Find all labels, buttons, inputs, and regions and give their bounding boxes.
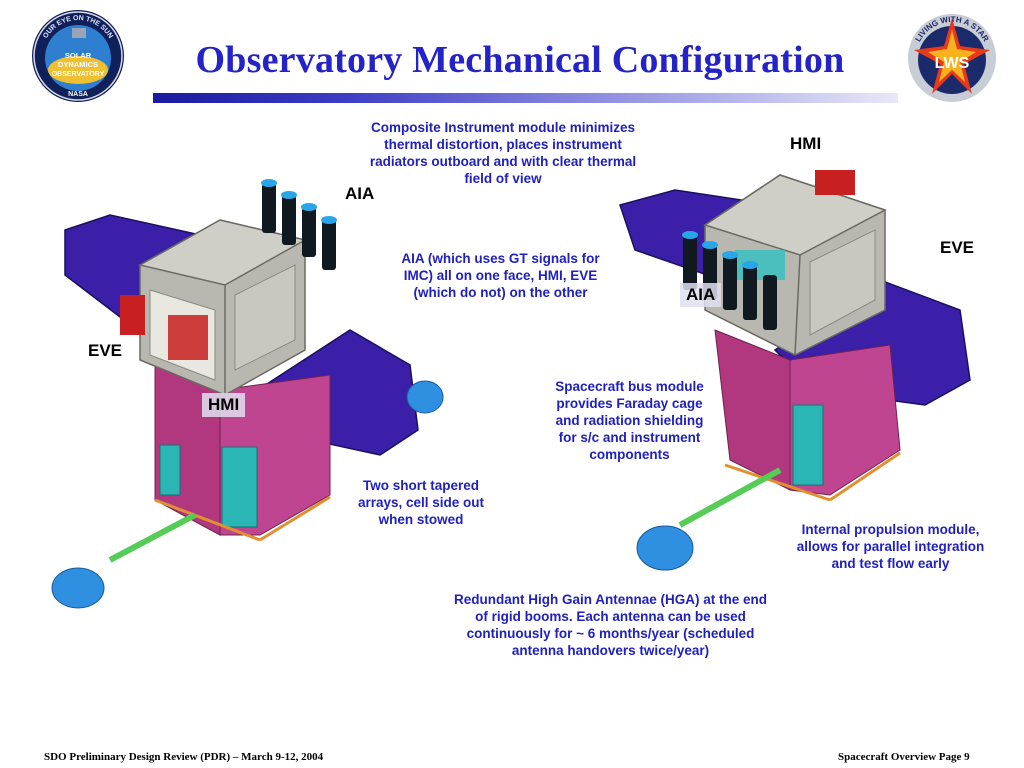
label-left-eve: EVE — [88, 341, 123, 360]
note-tapered-arrays: Two short tapered arrays, cell side out … — [357, 478, 485, 527]
sdo-name-line-1: SOLAR — [65, 51, 92, 60]
note-aia-signals: AIA (which uses GT signals for IMC) all … — [401, 251, 600, 300]
sdo-logo: OUR EYE ON THE SUN SOLAR DYNAMICS OBSERV… — [26, 6, 130, 102]
note-hga: Redundant High Gain Antennae (HGA) at th… — [454, 592, 767, 658]
lws-logo: LIVING WITH A STAR LWS — [898, 4, 1006, 108]
label-right-aia: AIA — [680, 283, 722, 307]
label-right-hmi: HMI — [790, 134, 822, 153]
sdo-name-line-2: DYNAMICS — [58, 60, 98, 69]
note-propulsion: Internal propulsion module, allows for p… — [796, 522, 985, 571]
label-right-eve: EVE — [940, 238, 975, 257]
title-underline-bar — [153, 93, 898, 103]
sdo-agency-text: NASA — [68, 91, 88, 98]
note-composite-instrument: Composite Instrument module minimizes th… — [369, 120, 637, 186]
spacecraft-right-illustration — [615, 150, 1010, 575]
page-title: Observatory Mechanical Configuration — [195, 39, 845, 81]
note-bus-module: Spacecraft bus module provides Faraday c… — [555, 379, 704, 462]
lws-center-text: LWS — [935, 55, 970, 72]
label-left-aia: AIA — [345, 184, 375, 203]
footer-page-text: Spacecraft Overview Page 9 — [838, 751, 970, 763]
sdo-name-line-3: OBSERVATORY — [52, 71, 105, 78]
spacecraft-left-illustration — [50, 165, 445, 610]
footer-left-text: SDO Preliminary Design Review (PDR) – Ma… — [44, 751, 324, 763]
label-left-hmi: HMI — [202, 393, 246, 417]
